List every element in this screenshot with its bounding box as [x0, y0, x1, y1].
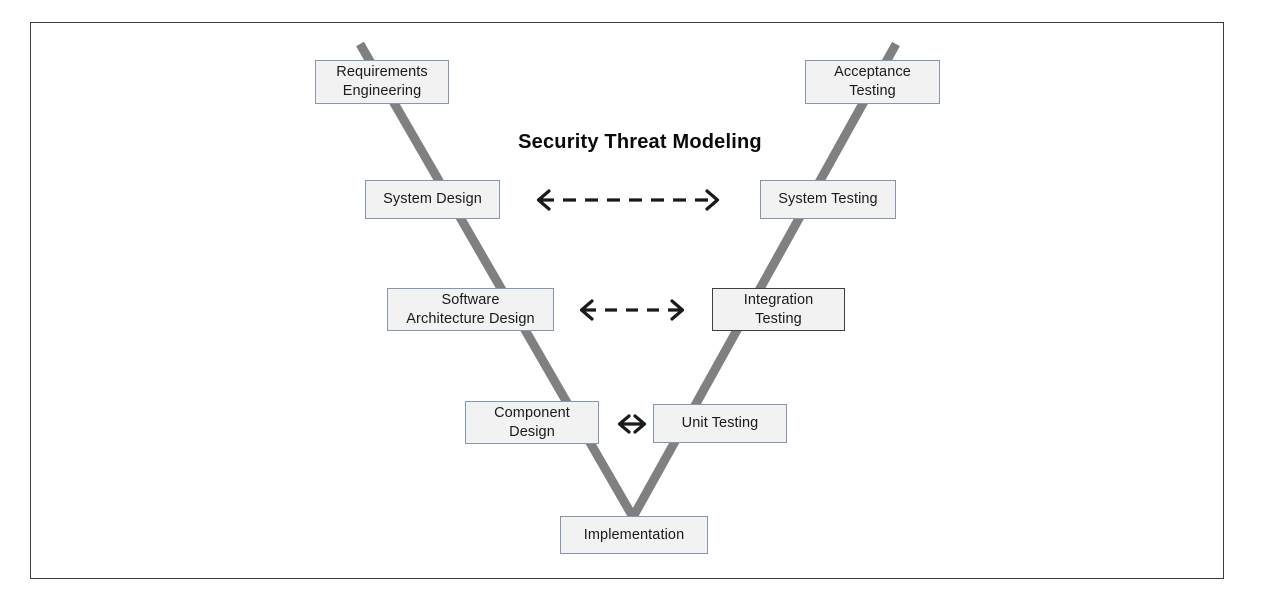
node-label: Integration Testing — [743, 291, 814, 327]
node-label: System Testing — [778, 191, 878, 208]
node-label: Software Architecture Design — [406, 291, 535, 327]
node-integration-testing[interactable]: Integration Testing — [712, 288, 845, 331]
node-system-testing[interactable]: System Testing — [760, 180, 896, 219]
node-component-design[interactable]: Component Design — [465, 401, 599, 444]
diagram-frame-border — [30, 22, 1224, 579]
node-implementation[interactable]: Implementation — [560, 516, 708, 554]
node-label: System Design — [383, 191, 482, 208]
node-label: Component Design — [494, 404, 570, 440]
node-label: Acceptance Testing — [834, 64, 911, 99]
node-label: Implementation — [583, 526, 685, 543]
node-software-architecture-design[interactable]: Software Architecture Design — [387, 288, 554, 331]
node-system-design[interactable]: System Design — [365, 180, 500, 219]
node-unit-testing[interactable]: Unit Testing — [653, 404, 787, 443]
node-label: Unit Testing — [681, 415, 759, 432]
diagram-title: Security Threat Modeling — [518, 131, 762, 153]
node-requirements-engineering[interactable]: Requirements Engineering — [315, 60, 449, 104]
node-label: Requirements Engineering — [336, 64, 428, 99]
node-acceptance-testing[interactable]: Acceptance Testing — [805, 60, 940, 104]
